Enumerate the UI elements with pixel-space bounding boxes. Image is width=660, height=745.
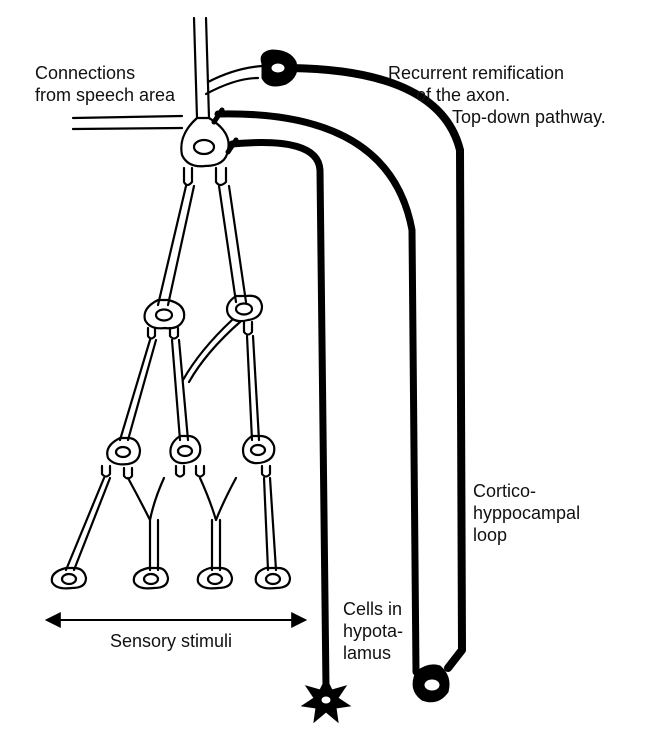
layer2-cell-left xyxy=(143,298,186,330)
axon-l2-left-down xyxy=(118,326,158,442)
label-hippo-line3: loop xyxy=(473,525,508,545)
sensory-cell-1 xyxy=(50,566,88,590)
axon-top-left xyxy=(156,166,196,307)
sensory-cell-4 xyxy=(254,566,292,590)
axon-l3-right-y xyxy=(194,464,238,572)
layer3-cell-left xyxy=(106,436,142,466)
recurrent-axon-inner xyxy=(214,110,420,676)
sensory-cell-3 xyxy=(196,566,234,590)
label-speech-line1: Connections xyxy=(35,63,136,83)
label-hippo-line1: Cortico- xyxy=(473,481,537,501)
label-recurrent-line3: Top-down pathway. xyxy=(452,107,606,127)
axon-l3-left xyxy=(64,464,112,572)
top-cell-nucleus xyxy=(192,138,216,156)
axon-l3-left-y xyxy=(122,466,166,572)
label-speech-line2: from speech area xyxy=(35,85,176,105)
label-hippo-line2: hyppocampal xyxy=(473,503,581,523)
label-hypo-line3: lamus xyxy=(343,643,392,663)
label-recurrent-remification: Recurrent remification of the axon. Top-… xyxy=(388,62,606,128)
label-sensory-stimuli: Sensory stimuli xyxy=(110,630,232,652)
speech-connection-fiber xyxy=(71,114,184,131)
label-hypothalamus-cells: Cells in hypota- lamus xyxy=(343,598,403,664)
label-recurrent-line2: of the axon. xyxy=(416,85,511,105)
layer2-cell-right xyxy=(225,294,264,323)
top-pyramidal-cell xyxy=(180,116,230,168)
axon-top-right xyxy=(214,166,248,304)
hypothalamus-axon xyxy=(228,138,330,692)
dendrite-branch-right xyxy=(204,64,264,96)
recurrent-axon-outer xyxy=(286,64,466,672)
axon-l2-right-cross xyxy=(181,318,242,384)
label-hypo-line2: hypota- xyxy=(343,621,404,641)
label-recurrent-line1: Recurrent remification xyxy=(388,63,565,83)
axon-l2-left-right xyxy=(168,326,190,442)
label-hypo-line1: Cells in xyxy=(343,599,403,619)
label-speech-connections: Connections from speech area xyxy=(35,62,175,106)
apical-dendrite xyxy=(192,16,211,120)
label-sensory-text: Sensory stimuli xyxy=(110,631,233,651)
layer3-cell-middle xyxy=(169,434,202,465)
layer3-cell-right xyxy=(241,434,276,465)
axon-l2-right-down xyxy=(242,320,261,442)
axon-l3-right xyxy=(260,464,278,572)
axon-l3-middle xyxy=(174,464,186,478)
label-cortico-hippocampal: Cortico- hyppocampal loop xyxy=(473,480,580,546)
sensory-cell-2 xyxy=(132,566,170,590)
